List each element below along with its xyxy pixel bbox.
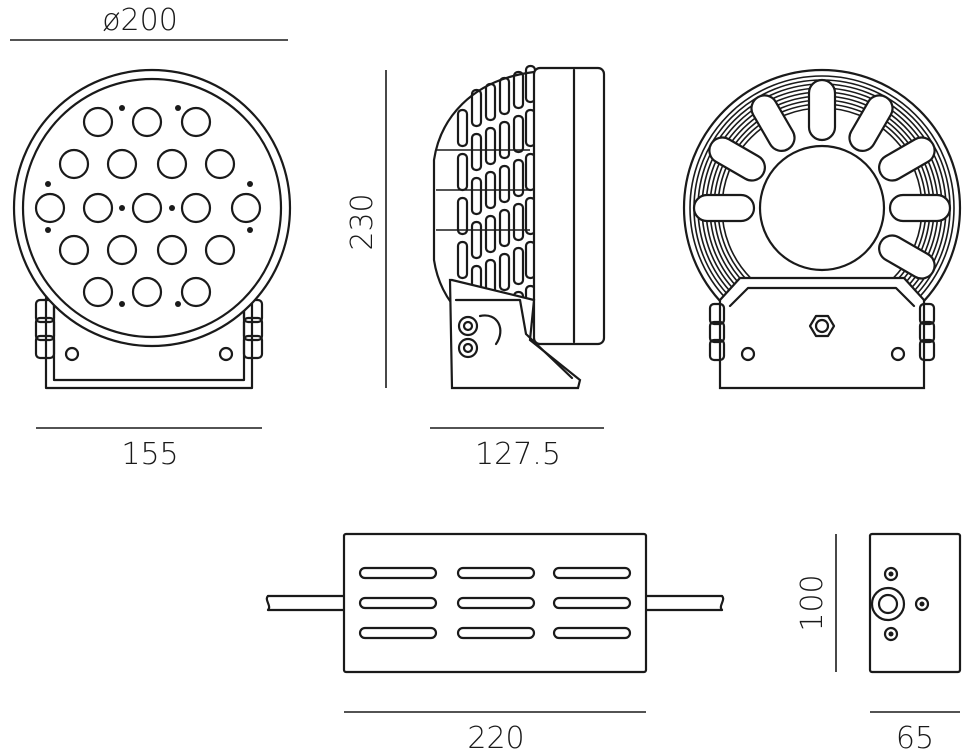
led-lens xyxy=(58,148,90,180)
vent-slot xyxy=(358,626,438,640)
rear-spoke xyxy=(878,234,936,280)
led-lens xyxy=(131,106,163,138)
fin-slot xyxy=(456,196,469,236)
led-lens xyxy=(131,276,163,308)
rear-spokes xyxy=(692,78,952,280)
rear-center-hub xyxy=(758,144,886,272)
screw-dot xyxy=(175,301,181,307)
vent-slot xyxy=(456,626,536,640)
fin-slot xyxy=(512,114,525,154)
front-inner-ring xyxy=(21,77,283,339)
led-array xyxy=(34,105,262,308)
rear-nut xyxy=(808,314,836,338)
led-lens xyxy=(131,192,163,224)
fin-slot xyxy=(470,220,483,260)
front-outer-ring xyxy=(12,68,292,348)
screw-dot xyxy=(247,181,253,187)
fin-slot xyxy=(498,76,511,116)
led-lens xyxy=(82,192,114,224)
front-bracket xyxy=(34,296,264,390)
led-lens xyxy=(180,106,212,138)
vent-slot xyxy=(456,566,536,580)
fin-slot xyxy=(498,164,511,204)
driver-side-view: 100 xyxy=(795,532,962,674)
dim-label-driver-length: 220 xyxy=(467,721,524,754)
dim-label-front-width: 155 xyxy=(121,437,178,472)
rear-spoke xyxy=(750,94,796,152)
fin-slot xyxy=(512,70,525,110)
fin-slot xyxy=(470,88,483,128)
fin-slot xyxy=(470,176,483,216)
side-bezel xyxy=(532,66,606,346)
fin-slot xyxy=(470,132,483,172)
fin-slot xyxy=(456,152,469,192)
fin-slot xyxy=(498,120,511,160)
driver-view xyxy=(265,532,725,674)
fin-slot xyxy=(456,108,469,148)
fin-slot xyxy=(512,202,525,242)
screw-dot xyxy=(45,227,51,233)
side-view: 230 xyxy=(345,64,606,390)
screw-dot xyxy=(119,205,125,211)
side-bracket xyxy=(448,278,582,390)
screw-dot xyxy=(119,301,125,307)
led-lens xyxy=(82,276,114,308)
screw-dot xyxy=(45,181,51,187)
rear-spoke xyxy=(878,136,936,182)
driver-box xyxy=(342,532,648,674)
fin-slot xyxy=(484,126,497,166)
led-lens xyxy=(204,148,236,180)
fin-slot xyxy=(512,246,525,286)
fin-slot xyxy=(498,252,511,292)
screw-dot xyxy=(169,205,175,211)
vent-slot xyxy=(456,596,536,610)
rear-spoke xyxy=(888,193,952,223)
fin-slot xyxy=(484,214,497,254)
front-view: ø200 xyxy=(10,3,292,390)
screw-dot xyxy=(119,105,125,111)
fin-slot xyxy=(484,82,497,122)
led-lens xyxy=(230,192,262,224)
dim-label-driver-depth: 65 xyxy=(896,721,934,754)
fin-slot xyxy=(456,240,469,280)
dim-label-side-height: 230 xyxy=(345,193,380,250)
led-lens xyxy=(106,148,138,180)
rear-spoke xyxy=(692,193,756,223)
fin-slot xyxy=(498,208,511,248)
led-lens xyxy=(204,234,236,266)
led-lens xyxy=(58,234,90,266)
led-lens xyxy=(34,192,66,224)
vent-slot xyxy=(552,566,632,580)
led-lens xyxy=(180,276,212,308)
screw-dot xyxy=(247,227,253,233)
rear-spoke xyxy=(807,78,837,142)
dim-label-driver-height: 100 xyxy=(795,574,830,631)
led-lens xyxy=(156,234,188,266)
driver-vents xyxy=(358,566,632,640)
vent-slot xyxy=(552,596,632,610)
fin-slot xyxy=(512,158,525,198)
screw-dot xyxy=(175,105,181,111)
led-lens xyxy=(106,234,138,266)
led-lens xyxy=(180,192,212,224)
dim-label-diameter: ø200 xyxy=(102,3,178,38)
vent-slot xyxy=(358,566,438,580)
rear-view xyxy=(682,68,962,390)
rear-spoke xyxy=(708,136,766,182)
dim-label-side-depth: 127.5 xyxy=(475,437,561,472)
vent-slot xyxy=(552,626,632,640)
led-lens xyxy=(82,106,114,138)
rear-spoke xyxy=(848,94,894,152)
led-lens xyxy=(156,148,188,180)
vent-slot xyxy=(358,596,438,610)
